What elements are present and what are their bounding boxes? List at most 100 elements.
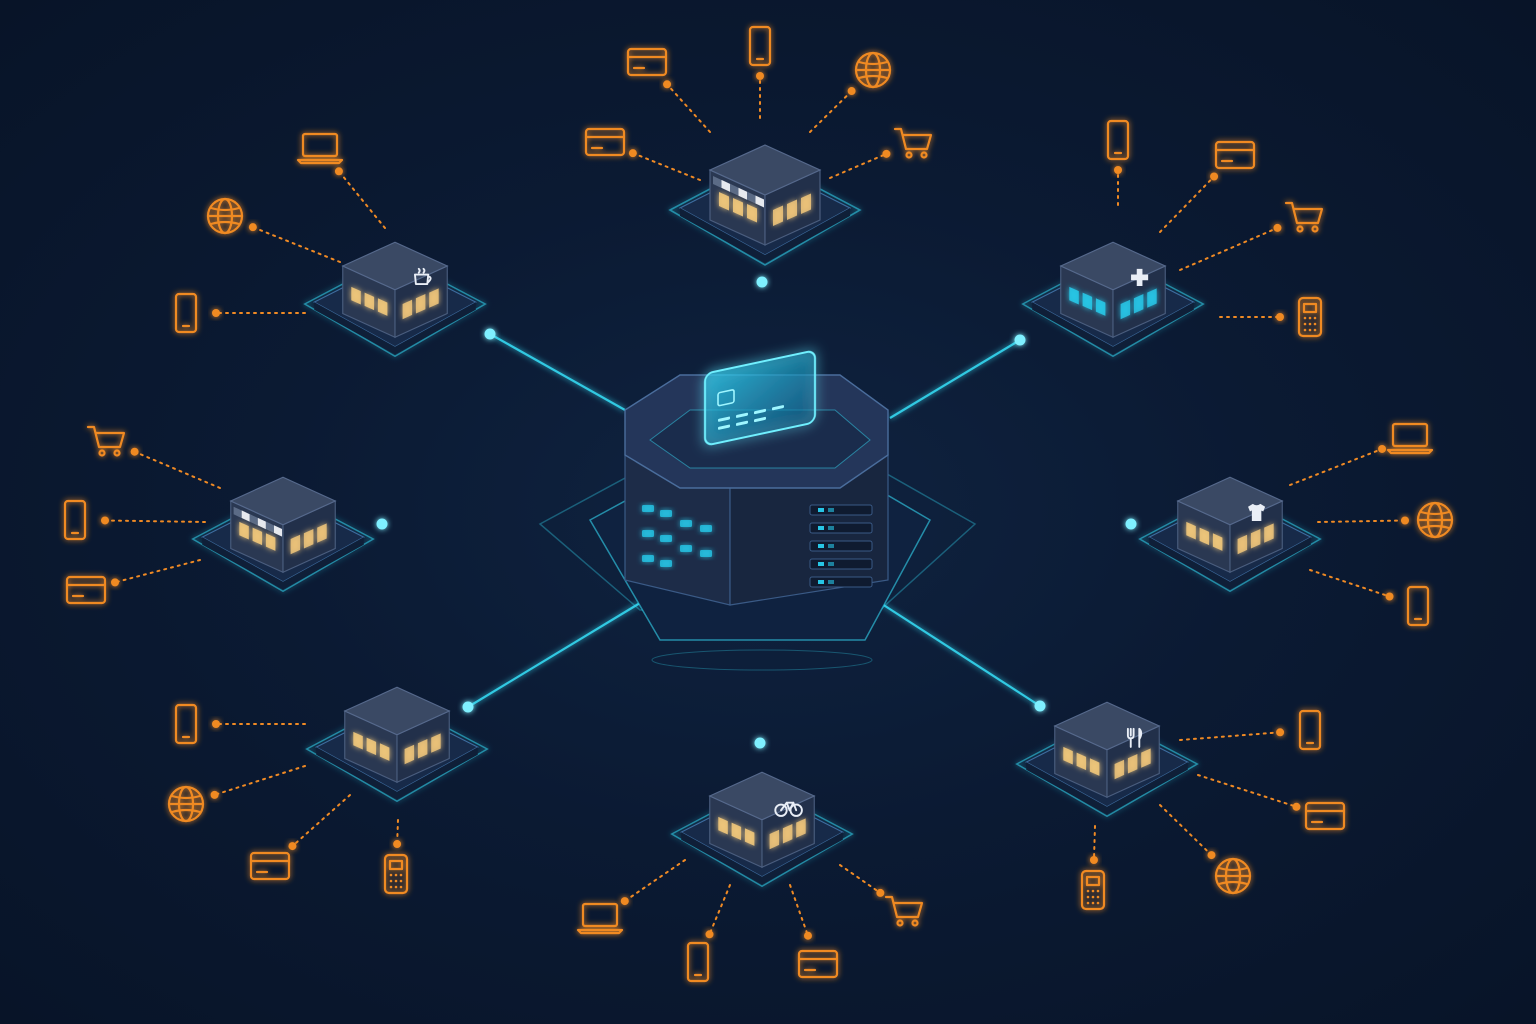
mobile-phone-icon: [174, 703, 198, 745]
window: [1120, 299, 1131, 320]
window: [1147, 288, 1157, 308]
hub-base-glow: [651, 649, 873, 671]
device-link-dot: [876, 888, 885, 897]
window: [402, 299, 413, 320]
device-link-dot: [756, 72, 764, 80]
credit-card-icon: [797, 949, 839, 979]
store-lower-right-device-link: [1092, 825, 1096, 862]
window: [317, 523, 327, 543]
card-number-dash: [718, 424, 730, 430]
card-chip-icon: [717, 389, 735, 407]
server-light: [700, 550, 712, 557]
device-link-dot: [1385, 592, 1394, 601]
keypad-key: [389, 879, 393, 883]
window: [747, 204, 757, 223]
window: [1069, 286, 1079, 305]
window: [351, 286, 361, 305]
device-link-dot: [1089, 856, 1098, 865]
device-link-dot: [1210, 172, 1219, 181]
shopping-cart-icon: [86, 425, 126, 457]
server-light: [642, 555, 654, 562]
server-rack-slot: [809, 504, 873, 516]
window: [353, 731, 363, 750]
device-link-dot: [1276, 728, 1285, 737]
credit-card-icon: [584, 127, 626, 157]
window: [773, 205, 783, 226]
store-bottom: [670, 771, 854, 888]
device-link-dot: [111, 578, 120, 587]
server-rack-slot: [809, 522, 873, 534]
restaurant-fork-knife-icon: [1126, 727, 1143, 748]
window: [1089, 758, 1100, 776]
window: [364, 292, 375, 311]
awning-stripe: [713, 176, 722, 188]
store-upper-left-device-link: [337, 170, 386, 229]
store-lower-left-link-node: [462, 701, 474, 713]
keypad-key: [1091, 889, 1095, 893]
store-bottom-device-link: [623, 859, 686, 903]
window: [415, 294, 426, 314]
device-links: [100, 72, 1410, 940]
coffee-cup-icon: [414, 267, 432, 285]
window: [1082, 292, 1093, 311]
store-top-device-link: [666, 83, 711, 133]
laptop-icon: [576, 902, 624, 935]
window: [1250, 529, 1261, 549]
laptop-icon: [1386, 422, 1434, 455]
laptop-icon: [296, 132, 344, 165]
mobile-phone-icon: [1298, 709, 1322, 751]
card-number-dash: [736, 420, 748, 426]
server-led: [828, 562, 834, 566]
server-led: [828, 580, 834, 584]
store-left-link-node: [376, 518, 388, 530]
mobile-phone-icon: [1406, 585, 1430, 627]
window: [731, 822, 742, 841]
server-led: [818, 526, 824, 530]
window: [1264, 523, 1274, 543]
window: [429, 288, 439, 308]
awning-stripe: [730, 183, 739, 196]
keypad-key: [394, 885, 398, 889]
store-lower-right-link: [881, 603, 1041, 707]
server-light: [660, 560, 672, 567]
store-upper-left-device-link: [251, 226, 341, 263]
device-link-dot: [1292, 802, 1301, 811]
server-rack-slot: [809, 540, 873, 552]
device-link-dot: [100, 516, 109, 525]
window: [782, 824, 793, 844]
window: [1095, 298, 1106, 316]
credit-card-icon: [704, 350, 816, 446]
store-left-device-link: [133, 450, 221, 489]
device-link-dot: [803, 931, 812, 940]
globe-icon: [167, 785, 205, 823]
card-number-dash: [736, 412, 748, 418]
credit-card-icon: [249, 851, 291, 881]
store-upper-left-link: [489, 333, 626, 411]
window: [719, 192, 729, 211]
device-link-dot: [1114, 166, 1122, 174]
device-link-dot: [1276, 313, 1284, 321]
store-lower-right-link-node: [1034, 700, 1046, 712]
window: [1133, 294, 1144, 314]
window: [1212, 533, 1223, 551]
building-roof: [341, 241, 449, 291]
mobile-phone-icon: [748, 25, 772, 67]
keypad-key: [1303, 322, 1307, 326]
keypad-key: [1313, 316, 1317, 320]
building-roof: [708, 144, 822, 196]
credit-card-icon: [1304, 801, 1346, 831]
server-led: [828, 526, 834, 530]
awning-stripe: [747, 191, 756, 204]
window: [801, 193, 811, 214]
pharmacy-cross-icon: [1131, 268, 1149, 286]
store-right: [1138, 476, 1322, 593]
globe-icon: [1214, 857, 1252, 895]
store-bottom-device-link: [839, 864, 882, 894]
store-upper-right: [1021, 241, 1205, 358]
server-light: [680, 545, 692, 552]
window: [252, 527, 263, 546]
server-led: [818, 544, 824, 548]
keypad-key: [1086, 889, 1090, 893]
store-upper-right-device-link: [1159, 175, 1216, 233]
keypad-key: [1313, 322, 1317, 326]
